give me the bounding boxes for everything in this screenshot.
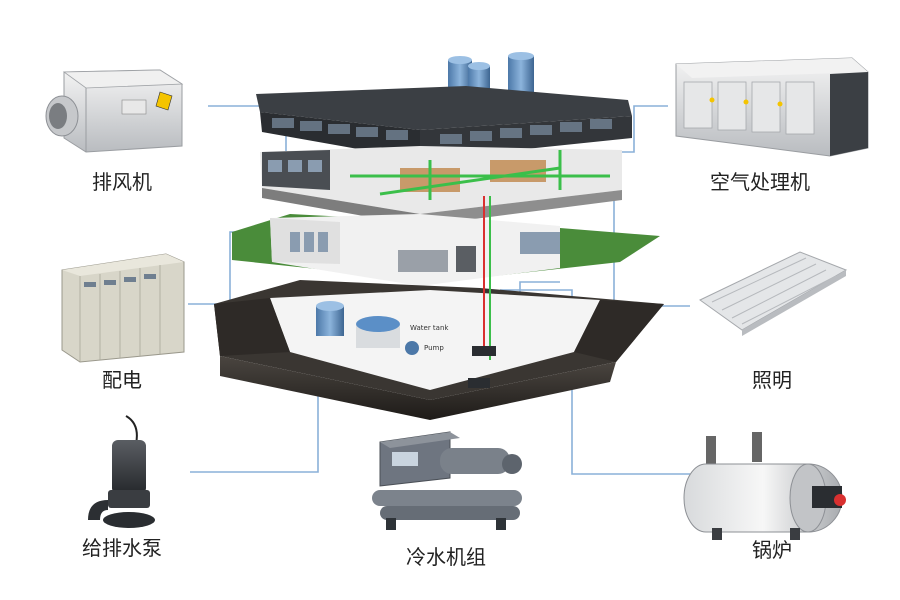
submersible-pump-icon [88,415,155,528]
exhaust-fan-icon [45,69,184,153]
pump-label: Pump [424,344,444,352]
boiler-icon [683,432,846,540]
boiler-label: 锅炉 [752,538,792,562]
building-cutaway: Water tank Pump [214,52,664,420]
water-tank-label: Water tank [410,324,449,332]
power-distribution-label: 配电 [102,368,142,392]
exhaust-fan-label: 排风机 [92,170,152,194]
water-pump-label: 给排水泵 [82,536,162,560]
chiller-label: 冷水机组 [406,545,486,569]
air-handler-icon [675,57,869,157]
lighting-fixture-icon [699,251,848,336]
air-handler-label: 空气处理机 [710,170,810,194]
switchgear-icon [61,253,185,363]
chiller-unit-icon [372,431,522,530]
lighting-label: 照明 [752,368,792,392]
